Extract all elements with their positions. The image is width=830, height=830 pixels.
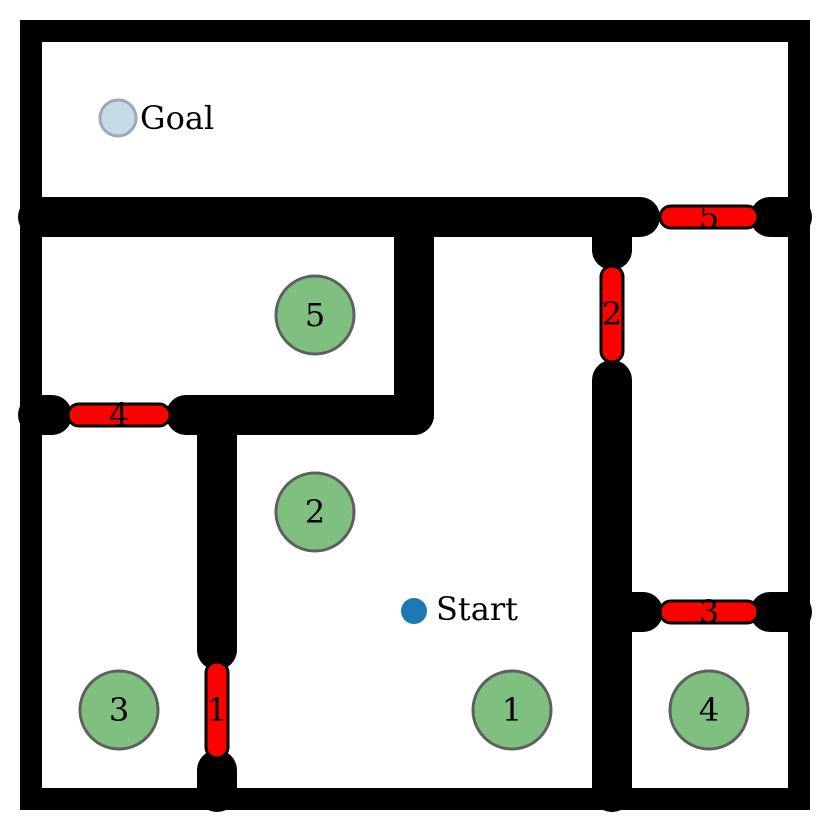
key-4-circle bbox=[668, 669, 750, 751]
keys: 1 2 3 4 5 bbox=[78, 274, 750, 751]
key-2-circle bbox=[274, 471, 356, 553]
goal-marker bbox=[98, 98, 138, 138]
door-5-label: 5 bbox=[699, 198, 719, 236]
goal-label: Goal bbox=[140, 99, 214, 137]
maze-walls bbox=[18, 197, 812, 812]
key-4-label: 4 bbox=[699, 691, 719, 729]
key-1-label: 1 bbox=[502, 691, 522, 729]
door-1 bbox=[204, 660, 230, 760]
door-5 bbox=[658, 204, 760, 230]
door-4-label: 4 bbox=[109, 396, 129, 434]
door-2-label: 2 bbox=[602, 295, 622, 333]
key-3-circle bbox=[78, 669, 160, 751]
key-5-circle bbox=[274, 274, 356, 356]
start-label: Start bbox=[436, 590, 518, 628]
door-2 bbox=[599, 264, 625, 364]
key-3-label: 3 bbox=[109, 691, 129, 729]
door-1-label: 1 bbox=[207, 691, 227, 729]
door-3 bbox=[658, 599, 760, 625]
door-4 bbox=[66, 402, 172, 428]
key-2-label: 2 bbox=[305, 493, 325, 531]
key-1-circle bbox=[471, 669, 553, 751]
start-marker bbox=[401, 598, 427, 624]
doors: 1 2 3 4 5 bbox=[66, 198, 760, 760]
key-5-label: 5 bbox=[305, 296, 325, 334]
door-3-label: 3 bbox=[699, 593, 719, 631]
